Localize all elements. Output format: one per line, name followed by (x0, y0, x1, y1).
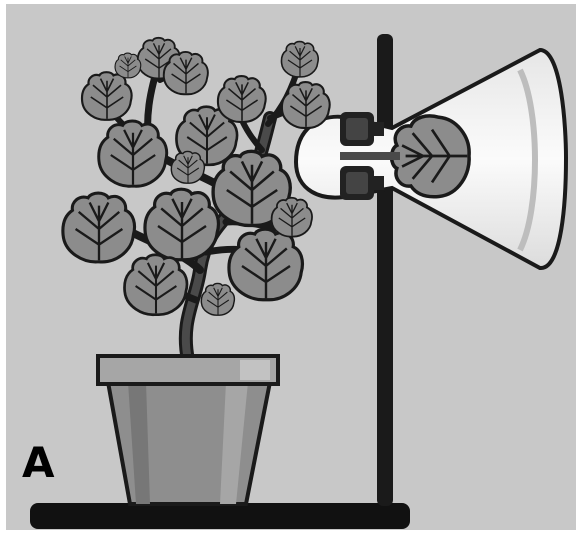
leaf (171, 151, 204, 183)
leaf (63, 193, 135, 262)
leaf (218, 76, 266, 122)
leaf (145, 189, 218, 260)
leaf (115, 53, 141, 78)
stand-base (30, 503, 410, 529)
stand-rod (377, 34, 393, 506)
leaf (229, 229, 302, 300)
leaf (282, 82, 330, 128)
leaf (281, 42, 318, 77)
leaf (201, 283, 234, 315)
leaf (82, 72, 132, 120)
leaf (125, 255, 187, 315)
leaf (99, 121, 167, 186)
panel-label: A (22, 442, 55, 484)
leaf (164, 52, 208, 94)
flower-pot (98, 356, 278, 504)
leaf (272, 198, 312, 237)
